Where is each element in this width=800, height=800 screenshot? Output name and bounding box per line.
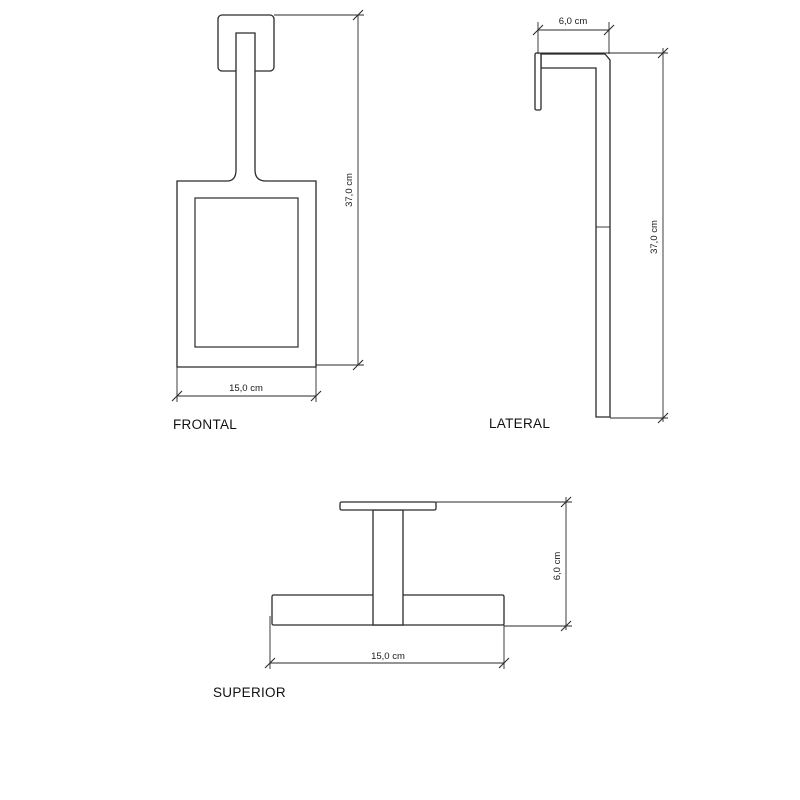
superior-arm — [372, 509, 404, 626]
lateral-view: 6,0 cm 37,0 cm LATERAL — [489, 16, 669, 431]
frontal-view: 37,0 cm 15,0 cm FRONTAL — [171, 9, 364, 432]
lateral-arm — [540, 53, 611, 418]
superior-view-label: SUPERIOR — [213, 685, 286, 700]
frontal-width-dimension: 15,0 cm — [171, 367, 322, 402]
lateral-height-label: 37,0 cm — [649, 220, 660, 254]
superior-width-dimension: 15,0 cm — [264, 616, 510, 669]
frontal-view-label: FRONTAL — [173, 417, 237, 432]
lateral-view-label: LATERAL — [489, 416, 550, 431]
lateral-height-dimension: 37,0 cm — [541, 47, 669, 424]
frontal-inner-frame — [194, 197, 299, 348]
superior-view: 6,0 cm 15,0 cm SUPERIOR — [213, 496, 572, 700]
superior-depth-label: 6,0 cm — [552, 552, 563, 581]
superior-wall-plate — [339, 501, 437, 511]
superior-depth-dimension: 6,0 cm — [436, 496, 572, 632]
frontal-width-label: 15,0 cm — [229, 383, 263, 394]
frontal-height-dimension: 37,0 cm — [274, 9, 364, 371]
lateral-wall-plate — [534, 52, 542, 111]
superior-width-label: 15,0 cm — [371, 651, 405, 662]
lateral-depth-label: 6,0 cm — [559, 16, 588, 27]
frontal-height-label: 37,0 cm — [344, 173, 355, 207]
lateral-depth-dimension: 6,0 cm — [532, 16, 615, 54]
